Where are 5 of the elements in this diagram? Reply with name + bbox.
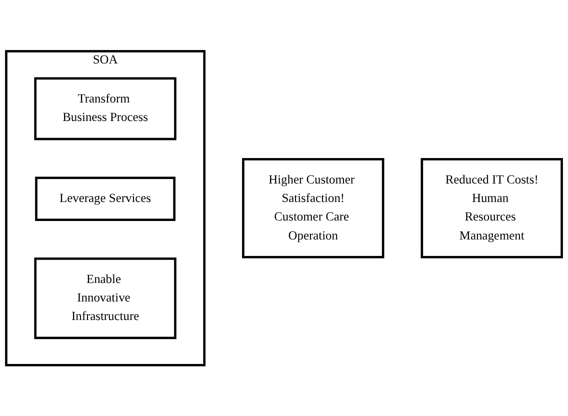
node-box: Leverage Services	[35, 176, 176, 221]
node-box: Enable Innovative Infrastructure	[34, 257, 176, 339]
node-box: Higher Customer Satisfaction! Customer Care Operation	[242, 158, 384, 258]
node-box: Reduced IT Costs! Human Resources Management	[420, 158, 563, 258]
node-box: Transform Business Process	[34, 77, 176, 140]
